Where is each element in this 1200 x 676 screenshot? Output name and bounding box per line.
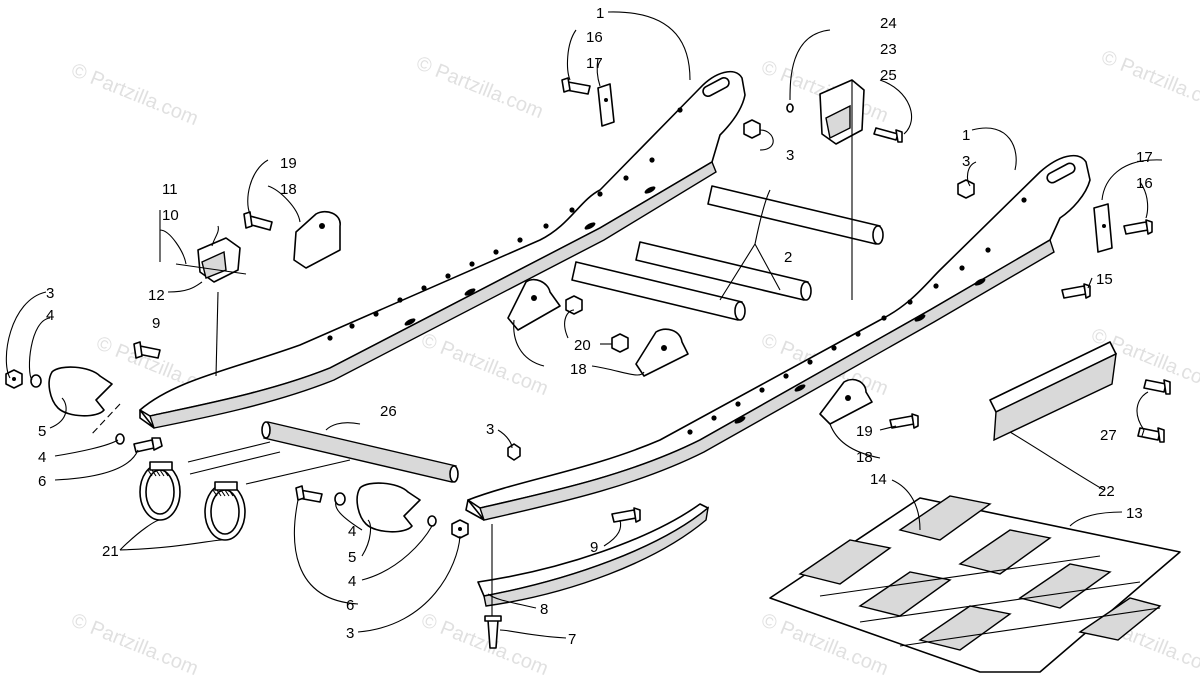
callout-6: 6 [38,473,46,490]
callout-26: 26 [380,403,397,420]
callout-18: 18 [570,361,587,378]
callout-15: 15 [1096,271,1113,288]
screw-7 [484,615,502,649]
callout-18: 18 [280,181,297,198]
front-cross-shaft [261,421,459,483]
bolt-front-left [295,485,323,503]
callout-16: 16 [586,29,603,46]
callout-13: 13 [1126,505,1143,522]
watermark: © Partzilla.com [413,52,546,123]
bolt-lower-left [133,437,163,453]
callout-23: 23 [880,41,897,58]
nut-upper-mid [743,119,761,139]
callout-9: 9 [590,539,598,556]
callout-1: 1 [962,127,970,144]
rail-right [465,154,1091,521]
nut-20b [565,295,583,315]
bracket-18-left [293,210,341,269]
watermark: © Partzilla.com [68,59,201,130]
nut-left-rail [5,369,23,389]
bolt-right-end [1123,219,1153,235]
callout-8: 8 [540,601,548,618]
cross-shaft-upper [707,185,884,245]
callout-4: 4 [46,307,54,324]
watermark: © Partzilla.com [418,329,551,400]
hose-clamp-right [204,481,246,541]
callout-3: 3 [486,421,494,438]
callout-12: 12 [148,287,165,304]
bracket-18-mid [635,328,689,377]
callout-5: 5 [38,423,46,440]
nut-right-rail [957,179,975,199]
rail-left [139,70,746,429]
bolt-left-bracket [243,211,273,231]
watermark: © Partzilla.com [1098,46,1200,117]
callout-7: 7 [568,631,576,648]
callout-3: 3 [46,285,54,302]
watermark: © Partzilla.com [68,609,201,676]
washer-front-b [427,515,437,527]
bracket-17-left [597,83,615,127]
callout-2: 2 [784,249,792,266]
callout-18: 18 [856,449,873,466]
callout-3: 3 [962,153,970,170]
callout-22: 22 [1098,483,1115,500]
callout-20: 20 [574,337,591,354]
bolt-9-front [611,507,641,523]
nut-20 [611,333,629,353]
callout-19: 19 [280,155,297,172]
washer-lower-left [115,433,125,445]
bolt-15 [1061,283,1091,299]
bolt-27-upper [1143,379,1171,395]
bolt-upper-left [561,77,591,95]
track-13 [769,495,1181,673]
wear-strip-22 [989,341,1117,442]
callout-4: 4 [348,573,356,590]
callout-1: 1 [596,5,604,22]
callout-10: 10 [162,207,179,224]
callout-9: 9 [152,315,160,332]
callout-3: 3 [786,147,794,164]
hose-clamp-left [139,461,181,521]
bolt-19-right [889,413,919,429]
slide-8 [477,503,710,607]
spacer-left [48,366,113,417]
bracket-17-right [1093,203,1113,253]
cross-shaft-middle [635,241,812,301]
callout-11: 11 [162,181,178,198]
callout-3: 3 [346,625,354,642]
stop-block-10 [175,237,247,283]
nut-rail-top [507,443,521,461]
rail-right-holes [687,197,1027,435]
washer-front-a [334,492,346,506]
callout-21: 21 [102,543,119,560]
callout-5: 5 [348,549,356,566]
nut-front-right [451,519,469,539]
bracket-18-center [507,278,561,331]
bracket-18-right [819,378,873,425]
callout-19: 19 [856,423,873,440]
callout-27: 27 [1100,427,1117,444]
callout-4: 4 [38,449,46,466]
spacer-right [356,482,421,533]
rail-left-holes [327,107,683,341]
bolt-25 [873,127,903,143]
callout-17: 17 [586,55,603,72]
cross-shaft-lower [571,261,746,321]
bolt-left-rail-9 [133,341,161,359]
pin-24 [786,103,794,113]
callout-16: 16 [1136,175,1153,192]
callout-14: 14 [870,471,887,488]
callout-17: 17 [1136,149,1153,166]
callout-24: 24 [880,15,897,32]
callout-4: 4 [348,523,356,540]
stop-block-23 [819,79,865,145]
callout-labels: 1 1 2 3 3 3 3 3 4 4 4 4 5 5 6 6 7 8 9 9 … [38,5,1153,648]
callout-6: 6 [346,597,354,614]
callout-25: 25 [880,67,897,84]
washer-left [30,374,42,388]
leader-lines [5,11,1163,639]
